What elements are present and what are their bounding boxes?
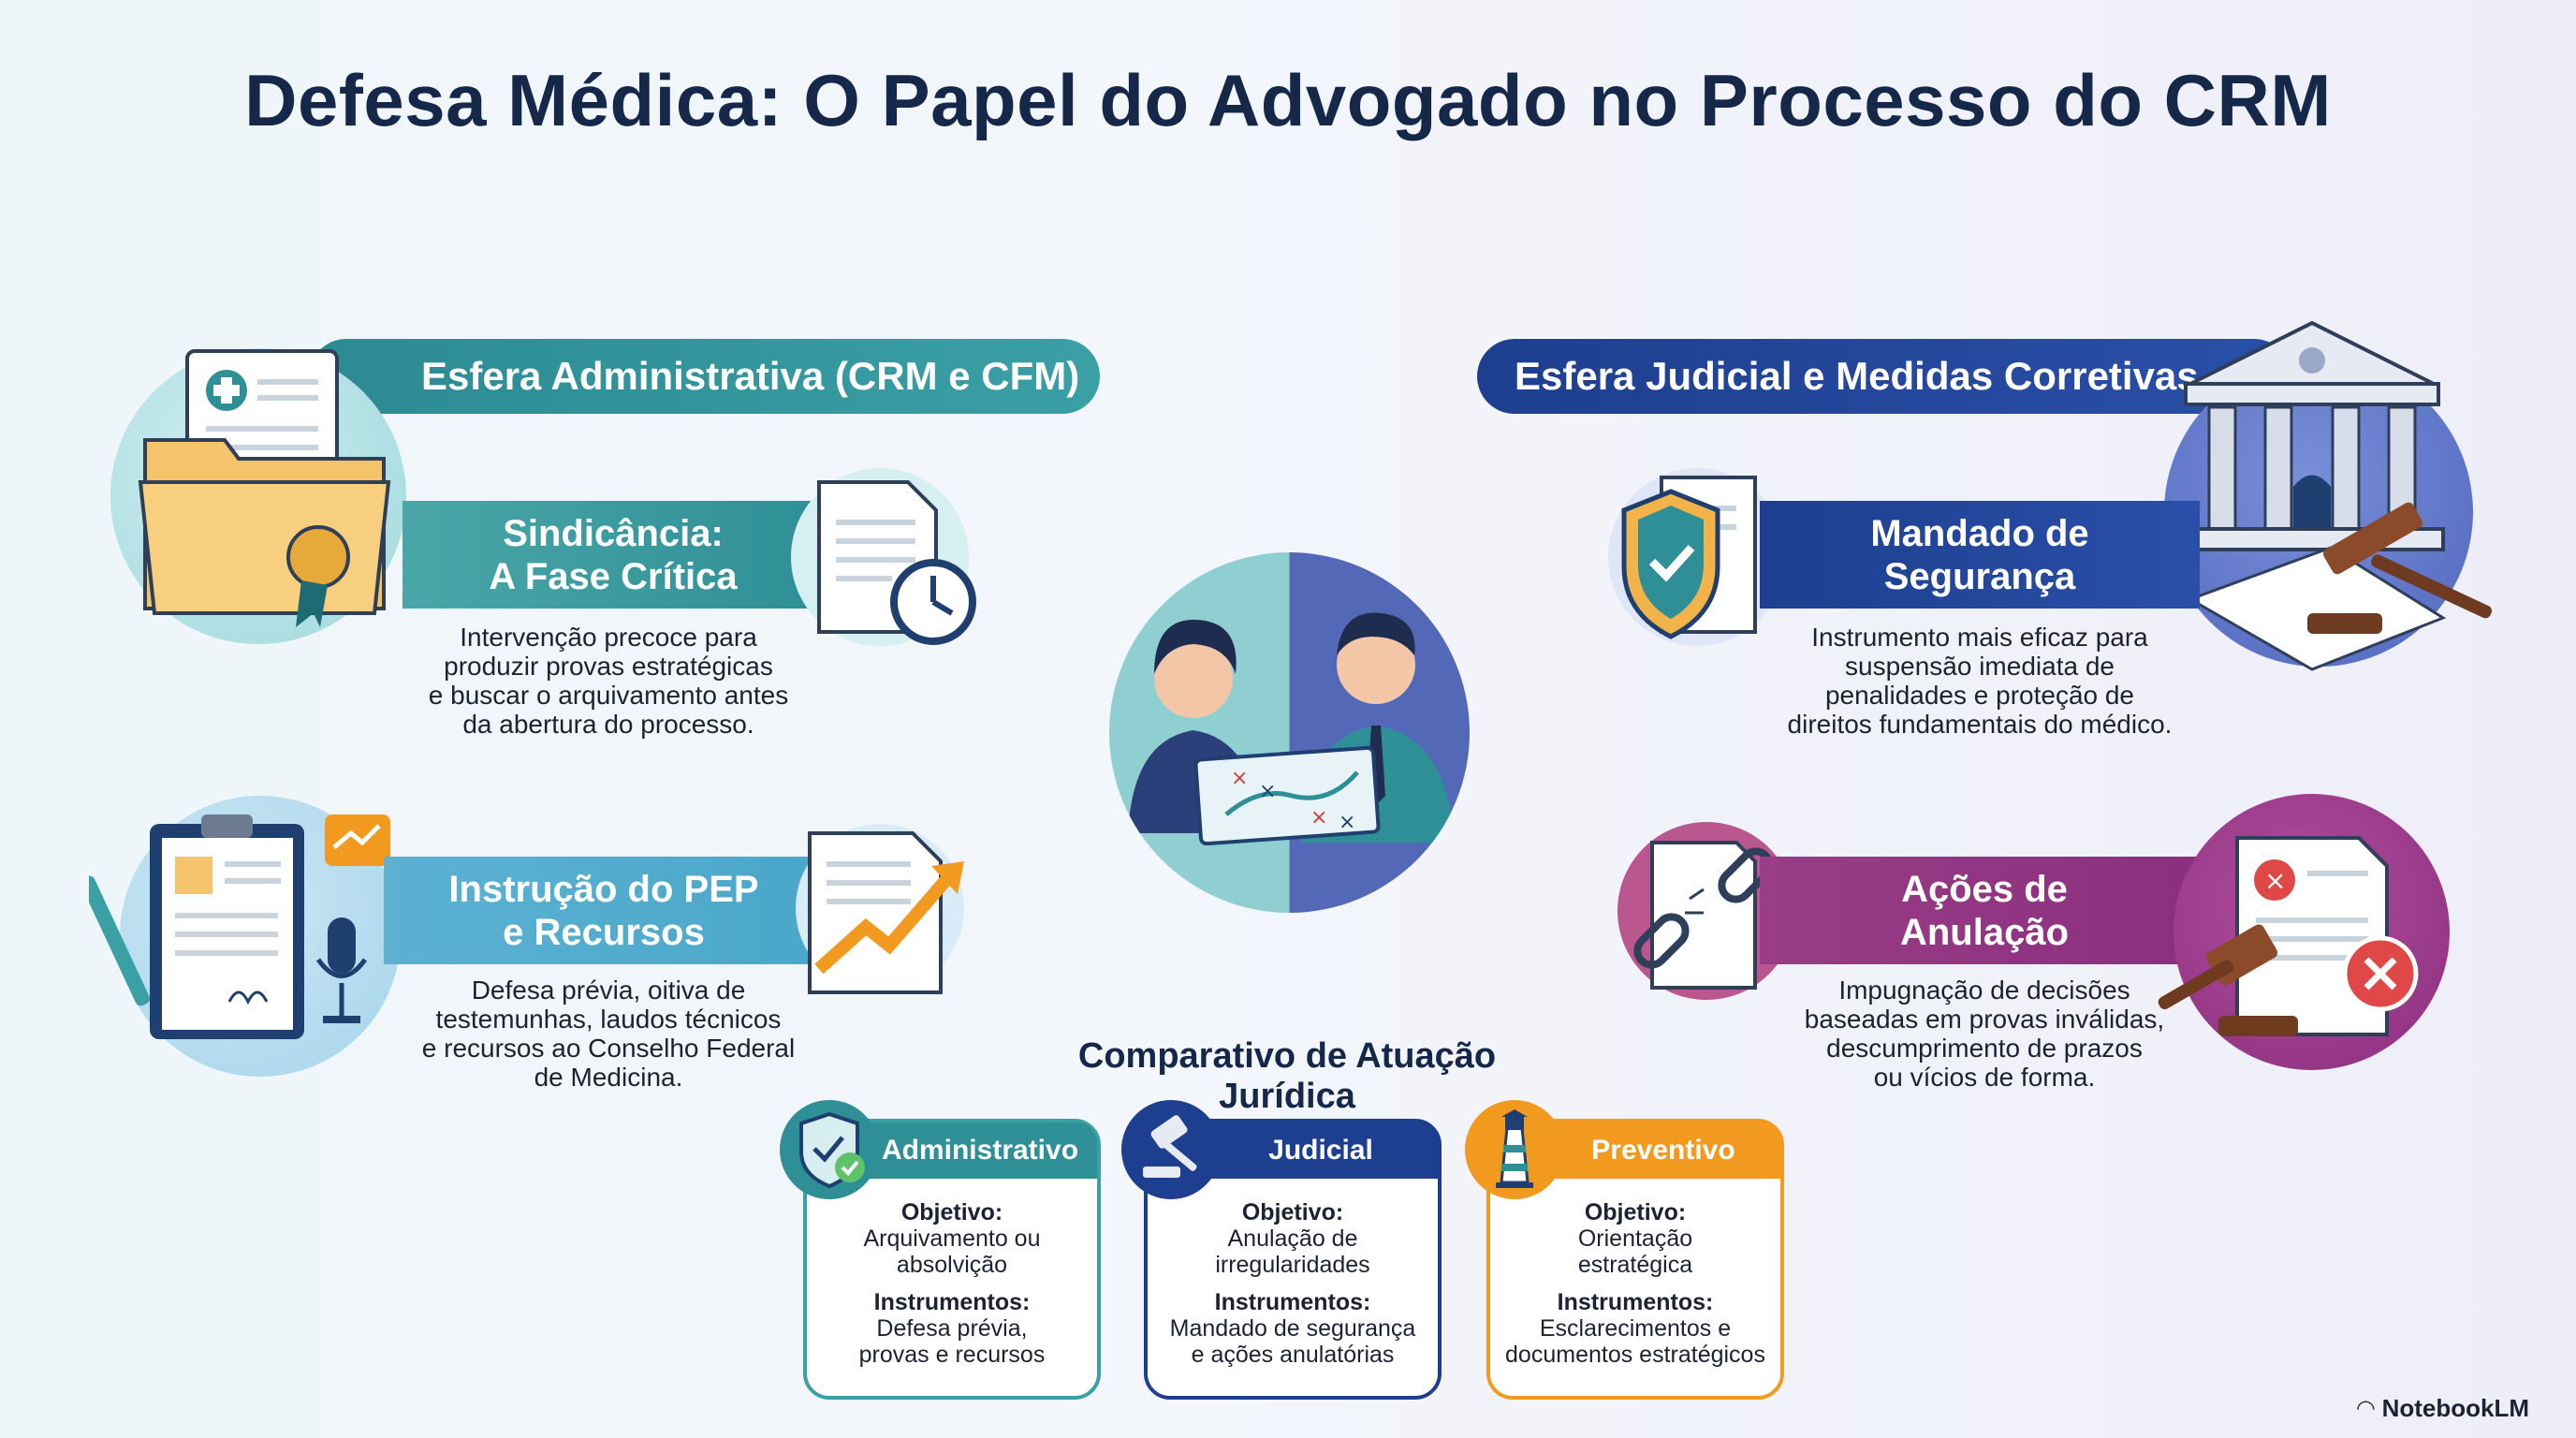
shield-document-icon	[1621, 476, 1757, 639]
brand-label: NotebookLM	[2381, 1394, 2529, 1422]
svg-text:×: ×	[1339, 811, 1355, 834]
trend-document-icon	[808, 831, 964, 994]
svg-text:×: ×	[1310, 806, 1327, 829]
banner-administrative: Esfera Administrativa (CRM e CFM)	[309, 339, 1100, 414]
medical-folder-icon	[138, 349, 391, 627]
card-preventivo-body: Objetivo: Orientação estratégica Instrum…	[1505, 1199, 1765, 1368]
banner-judicial: Esfera Judicial e Medidas Corretivas	[1477, 339, 2291, 414]
lighthouse-icon	[1496, 1109, 1533, 1188]
broken-chain-icon	[1633, 841, 1774, 990]
comparison-title: Comparativo de Atuação Jurídica	[1077, 1036, 1497, 1116]
band-sindicancia: Sindicância: A Fase Crítica	[402, 501, 824, 609]
svg-text:×: ×	[1231, 767, 1248, 790]
mandado-heading-2: Segurança	[1883, 555, 2076, 597]
band-acoes: Ações de Anulação	[1760, 857, 2209, 964]
gavel-icon	[1143, 1115, 1197, 1178]
sindicancia-heading-2: A Fase Crítica	[489, 555, 738, 597]
document-clock-icon	[817, 480, 976, 645]
instrucao-heading-2: e Recursos	[503, 911, 705, 953]
sindicancia-heading-1: Sindicância:	[503, 512, 724, 554]
svg-text:×: ×	[2264, 865, 2286, 896]
svg-text:×: ×	[1259, 780, 1276, 803]
acoes-heading-1: Ações de	[1901, 868, 2068, 910]
band-mandado: Mandado de Segurança	[1760, 501, 2200, 609]
band-instrucao: Instrução do PEP e Recursos	[384, 857, 824, 964]
mandado-description: Instrumento mais eficaz para suspensão i…	[1787, 623, 2173, 739]
card-preventivo: Preventivo Objetivo: Orientação estratég…	[1486, 1119, 1784, 1400]
banner-judicial-label: Esfera Judicial e Medidas Corretivas	[1515, 354, 2199, 398]
instrucao-description: Defesa prévia, oitiva de testemunhas, la…	[421, 976, 796, 1092]
shield-check-icon	[799, 1111, 865, 1189]
clipboard-icon	[89, 814, 390, 1039]
acoes-description: Impugnação de decisões baseadas em prova…	[1804, 976, 2165, 1092]
instrucao-heading-1: Instrução do PEP	[448, 868, 759, 910]
center-illustration: × × × ×	[1109, 552, 1470, 913]
courthouse-gavel-icon	[2179, 320, 2493, 671]
acoes-heading-2: Anulação	[1899, 911, 2070, 953]
notebooklm-brand: ◠ NotebookLM	[2357, 1394, 2529, 1423]
lawyer-doctor-icon: × × × ×	[1128, 612, 1456, 846]
card-administrativo-body: Objetivo: Arquivamento ou absolvição Ins…	[858, 1199, 1046, 1368]
rejected-document-gavel-icon: ×	[2158, 836, 2419, 1036]
sindicancia-description: Intervenção precoce para produzir provas…	[428, 623, 789, 739]
banner-administrative-label: Esfera Administrativa (CRM e CFM)	[421, 354, 1080, 398]
card-judicial-body: Objetivo: Anulação de irregularidades In…	[1169, 1199, 1416, 1368]
mandado-heading-1: Mandado de	[1870, 512, 2089, 554]
page-title: Defesa Médica: O Papel do Advogado no Pr…	[244, 59, 2332, 141]
notebooklm-logo-icon: ◠	[2357, 1396, 2375, 1421]
